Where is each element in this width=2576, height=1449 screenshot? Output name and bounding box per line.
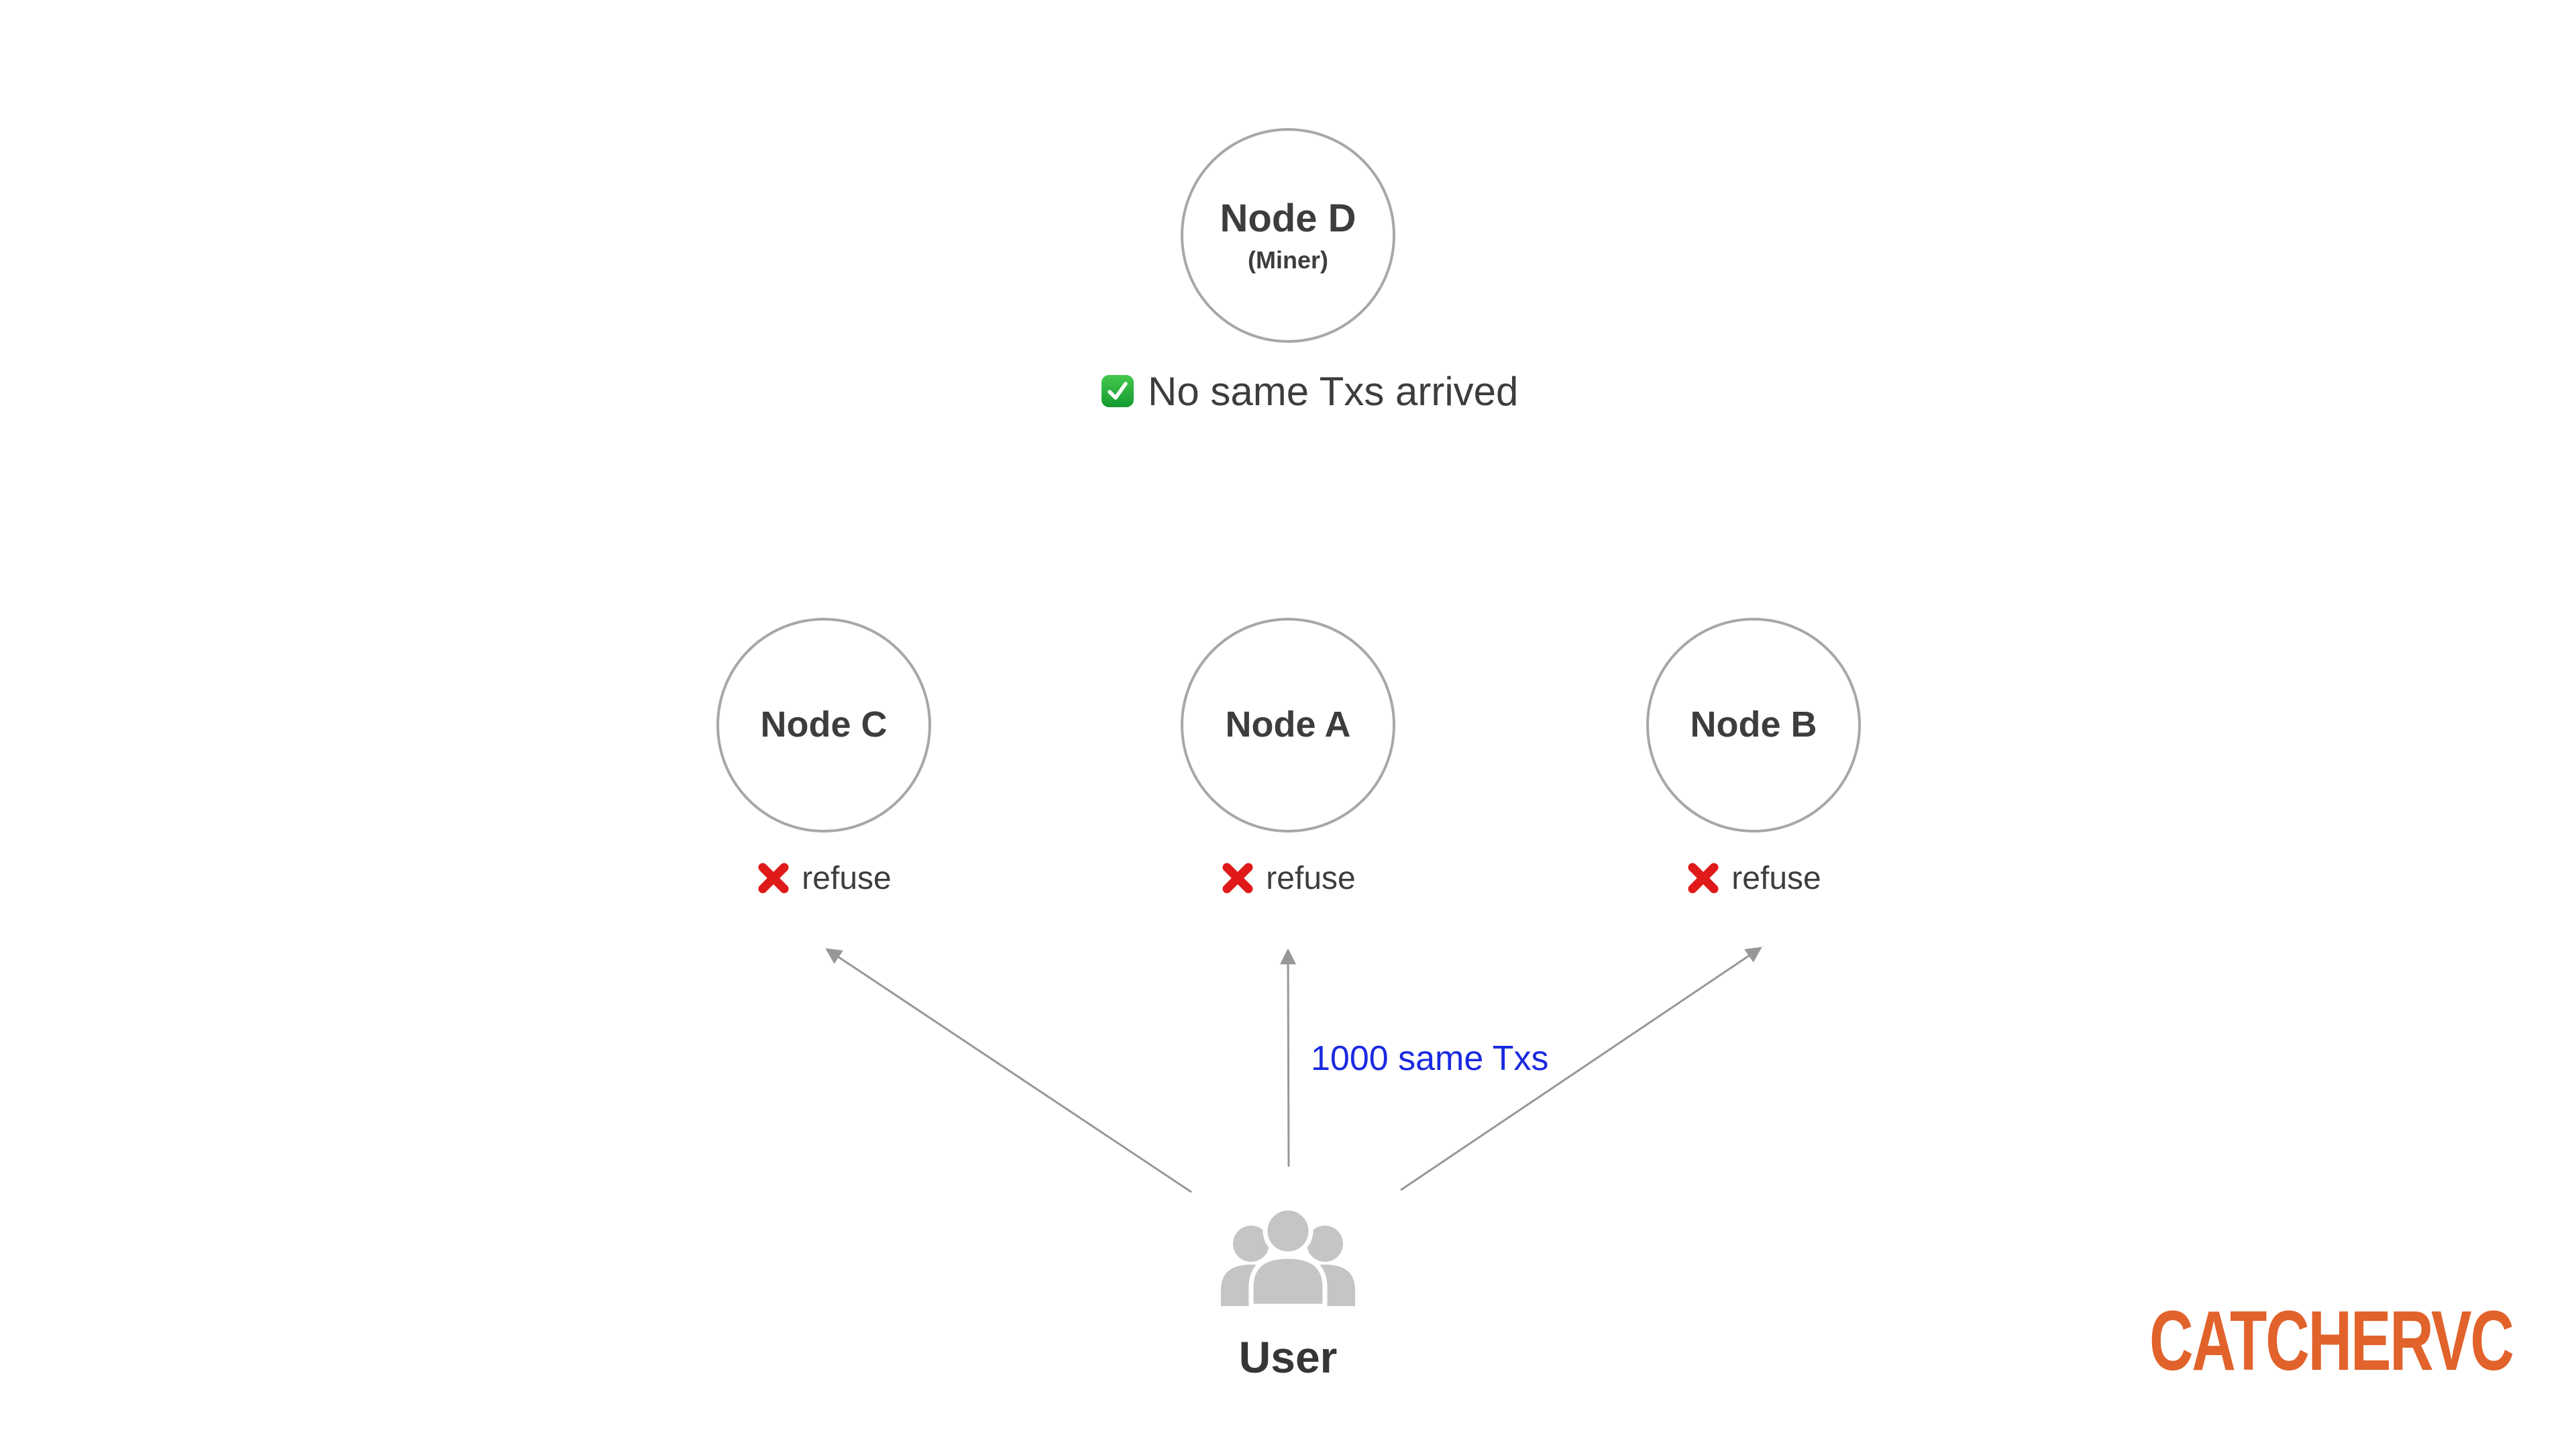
users-group-icon [1213, 1205, 1363, 1306]
miner-status-line: No same Txs arrived [1101, 368, 1519, 414]
check-mark-icon [1101, 374, 1134, 408]
node-a-label: Node A [1225, 704, 1351, 745]
node-b-refuse-label: refuse [1731, 860, 1821, 896]
cross-mark-icon [1686, 861, 1721, 896]
node-c-refuse-label: refuse [802, 860, 892, 896]
node-c-circle: Node C [716, 618, 931, 833]
arrow-user-to-node-a [1280, 948, 1297, 1167]
user-label-wrap: User [1181, 1332, 1395, 1383]
arrow-user-to-node-b [1400, 947, 1762, 1191]
node-c-refuse-row: refuse [716, 857, 931, 899]
node-d-role-label: (Miner) [1248, 246, 1328, 274]
node-d-label: Node D [1220, 197, 1356, 241]
node-b-label: Node B [1690, 704, 1817, 745]
node-d-circle: Node D (Miner) [1181, 128, 1395, 343]
node-c-label: Node C [760, 704, 888, 745]
node-a-refuse-row: refuse [1181, 857, 1395, 899]
cross-mark-icon [1220, 861, 1255, 896]
node-b-refuse-row: refuse [1646, 857, 1861, 899]
cross-mark-icon [756, 861, 791, 896]
catchervc-logo: CATCHERVC [2149, 1293, 2514, 1388]
miner-status-text: No same Txs arrived [1148, 368, 1519, 414]
node-a-refuse-label: refuse [1266, 860, 1356, 896]
arrow-user-to-node-c [825, 948, 1192, 1193]
user-label: User [1238, 1332, 1338, 1382]
node-b-circle: Node B [1646, 618, 1861, 833]
node-a-circle: Node A [1181, 618, 1395, 833]
tx-flow-label: 1000 same Txs [1311, 1039, 1549, 1078]
